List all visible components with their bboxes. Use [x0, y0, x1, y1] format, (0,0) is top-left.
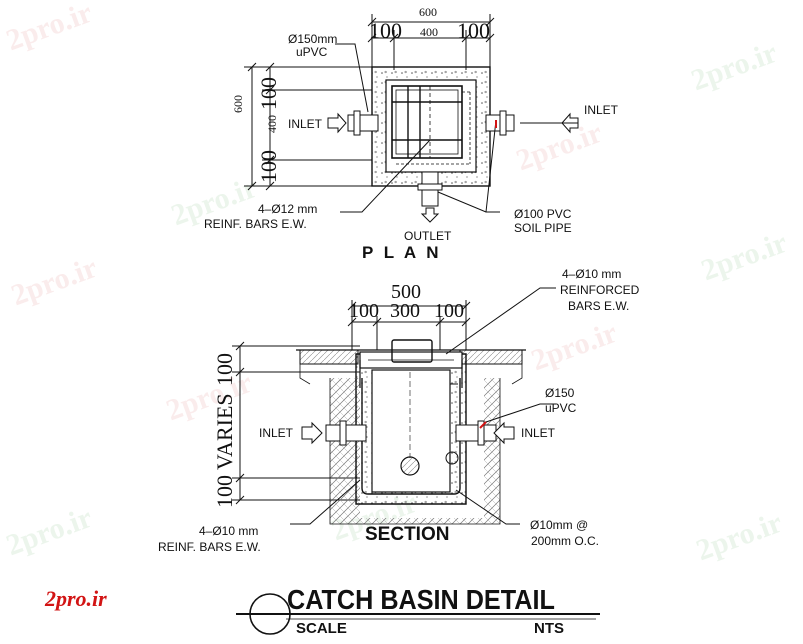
plan-caption: P L A N [362, 243, 442, 262]
section-dim-side-top: 100 [212, 353, 237, 386]
section-spacing-label-1: Ø10mm @ [530, 518, 589, 532]
plan-pipe-label-2: uPVC [296, 45, 328, 59]
section-dim-top-right: 100 [434, 300, 464, 322]
section-inlet-right: INLET [521, 426, 556, 440]
section-pipe-label-2: uPVC [545, 401, 577, 415]
plan-pipe-label-1: Ø150mm [288, 32, 338, 46]
plan-view [244, 14, 579, 223]
plan-dim-side-mid: 400 [265, 115, 279, 133]
plan-dim-top-mid: 400 [420, 25, 438, 39]
section-reinforced-3: BARS E.W. [568, 299, 630, 313]
scale-value: NTS [534, 620, 564, 637]
plan-outlet-label: OUTLET [404, 229, 452, 243]
plan-dim-top-left: 100 [369, 18, 402, 43]
section-pipe-label-1: Ø150 [545, 386, 575, 400]
plan-bars-label-2: REINF. BARS E.W. [204, 217, 307, 231]
plan-dim-side-top: 100 [256, 77, 281, 110]
plan-dim-top-right: 100 [457, 18, 490, 43]
drawing-title: CATCH BASIN DETAIL [287, 584, 555, 615]
plan-dim-side-total: 600 [231, 95, 245, 113]
section-bars-label-2: REINF. BARS E.W. [158, 540, 261, 554]
section-caption: SECTION [365, 524, 450, 545]
plan-soil-pipe-1: Ø100 PVC [514, 207, 572, 221]
plan-soil-pipe-2: SOIL PIPE [514, 221, 572, 235]
section-reinforced-2: REINFORCED [560, 283, 640, 297]
red-leader [479, 421, 487, 429]
section-bars-label-1: 4–Ø10 mm [199, 524, 259, 538]
plan-dim-side-bottom: 100 [256, 150, 281, 183]
section-view [232, 287, 556, 525]
section-dim-side-bottom: 100 [212, 475, 237, 508]
brand-logo[interactable]: 2pro.ir [45, 586, 107, 611]
title-block [236, 593, 600, 635]
plan-bars-label-1: 4–Ø12 mm [258, 202, 318, 216]
section-reinforced-1: 4–Ø10 mm [562, 267, 622, 281]
plan-inlet-right: INLET [584, 103, 619, 117]
section-spacing-label-2: 200mm O.C. [531, 534, 600, 548]
section-dim-top-left: 100 [349, 300, 379, 322]
scale-label: SCALE [296, 620, 347, 637]
plan-inlet-left: INLET [288, 117, 323, 131]
section-dim-top-mid: 300 [390, 300, 420, 322]
plan-dim-top-total: 600 [419, 5, 437, 19]
section-dim-top-total: 500 [391, 281, 421, 303]
section-inlet-left: INLET [259, 426, 294, 440]
section-dim-side-mid: VARIES [212, 393, 237, 470]
